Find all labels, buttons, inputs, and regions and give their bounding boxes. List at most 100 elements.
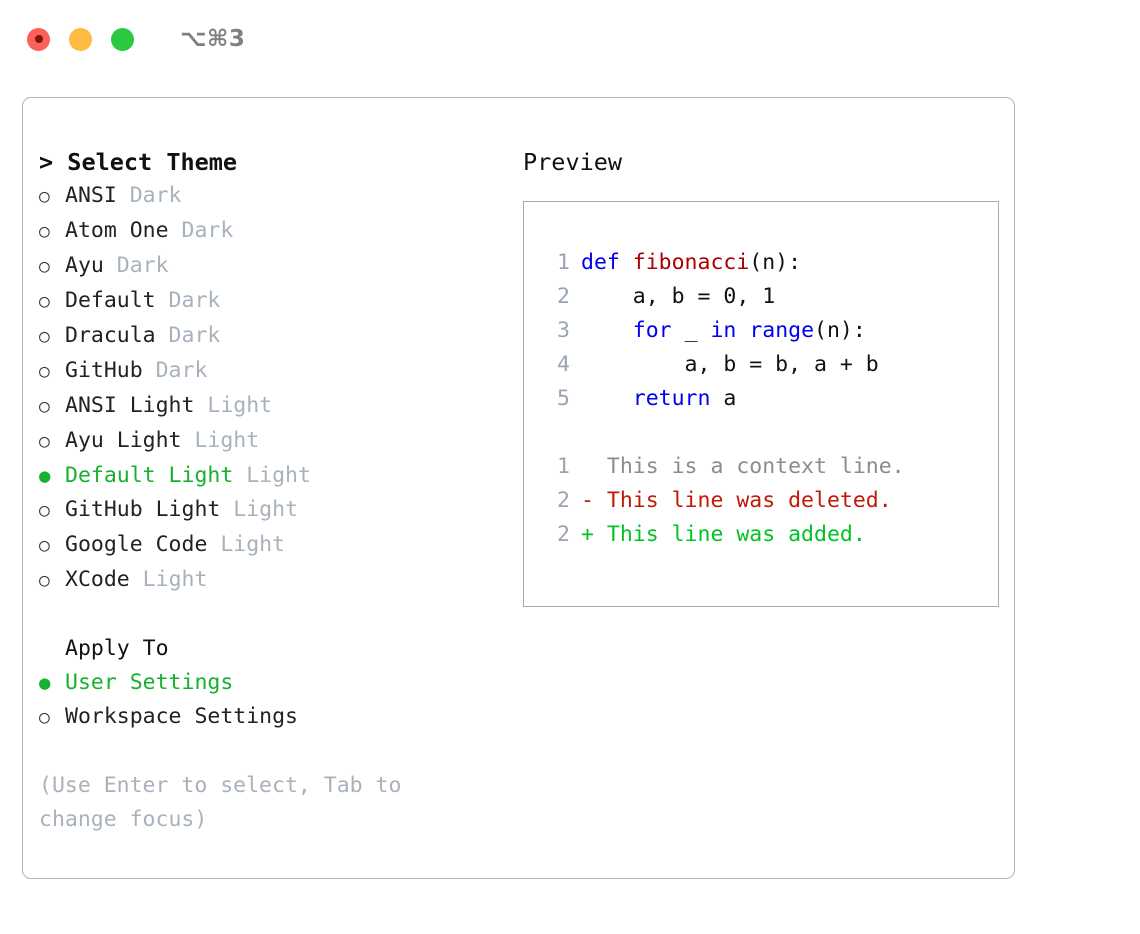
code-text: def fibonacci(n): bbox=[581, 246, 801, 280]
theme-option-ansi-light[interactable]: ○ANSI Light Light bbox=[39, 389, 501, 424]
radio-unselected-icon: ○ bbox=[39, 326, 50, 347]
theme-variant-tag: Light bbox=[207, 532, 286, 557]
radio-selected-icon: ● bbox=[39, 672, 51, 694]
code-text: for _ in range(n): bbox=[581, 314, 866, 348]
keyboard-shortcut-label: ⌥⌘3 bbox=[180, 26, 246, 52]
code-text: a, b = 0, 1 bbox=[581, 280, 775, 314]
code-token-fn: fibonacci bbox=[632, 250, 750, 275]
apply-to-list[interactable]: ● User Settings ○ Workspace Settings bbox=[39, 666, 501, 735]
minimize-button[interactable] bbox=[69, 27, 92, 51]
code-line: 3 for _ in range(n): bbox=[540, 314, 998, 348]
theme-name: Atom One bbox=[65, 218, 169, 243]
close-button[interactable] bbox=[27, 27, 50, 51]
theme-variant-tag: Light bbox=[129, 567, 208, 592]
theme-list[interactable]: ○ANSI Dark○Atom One Dark○Ayu Dark○Defaul… bbox=[39, 179, 501, 598]
diff-line-ctx: 1 This is a context line. bbox=[540, 450, 998, 484]
code-token-plain: a, b = b, a + b bbox=[581, 352, 879, 377]
theme-option-atom-one[interactable]: ○ Atom One Dark bbox=[39, 214, 501, 249]
recording-dot-icon bbox=[34, 35, 43, 43]
code-token-plain: (n): bbox=[814, 318, 866, 343]
code-sample: 1 def fibonacci(n): 2 a, b = 0, 1 3 for _ i… bbox=[540, 246, 998, 416]
theme-name: Google Code bbox=[65, 532, 208, 557]
diff-text: - This line was deleted. bbox=[581, 488, 892, 513]
code-token-kw: in bbox=[710, 318, 737, 343]
line-number: 2 bbox=[557, 522, 570, 547]
theme-variant-tag: Dark bbox=[155, 323, 221, 348]
code-line: 4 a, b = b, a + b bbox=[540, 348, 998, 382]
theme-name: XCode bbox=[65, 567, 130, 592]
line-number: 5 bbox=[557, 386, 570, 411]
code-text: return a bbox=[581, 382, 737, 416]
theme-option-default-light[interactable]: ● Default Light Light bbox=[39, 459, 501, 493]
keyboard-hint-text: (Use Enter to select, Tab to change focu… bbox=[39, 773, 402, 832]
code-token-plain bbox=[736, 318, 749, 343]
theme-option-ayu[interactable]: ○Ayu Dark bbox=[39, 249, 501, 284]
theme-variant-tag: Dark bbox=[103, 253, 169, 278]
theme-selector-column: > Select Theme ○ANSI Dark○Atom One Dark○… bbox=[39, 145, 501, 837]
diff-text: This is a context line. bbox=[581, 454, 905, 479]
theme-variant-tag: Dark bbox=[168, 218, 234, 243]
line-number: 2 bbox=[557, 284, 570, 309]
spacer bbox=[540, 416, 998, 450]
theme-name: ANSI Light bbox=[65, 393, 195, 418]
radio-unselected-icon: ○ bbox=[39, 535, 50, 556]
theme-name: ANSI bbox=[65, 183, 117, 208]
code-token-plain: a, b = 0, 1 bbox=[581, 284, 776, 309]
code-token-kw: for bbox=[632, 318, 672, 343]
apply-to-name: Workspace Settings bbox=[65, 704, 298, 729]
code-token-kw: range bbox=[749, 318, 815, 343]
diff-line-del: 2 - This line was deleted. bbox=[540, 484, 998, 518]
line-number: 2 bbox=[557, 488, 570, 513]
theme-variant-tag: Light bbox=[220, 497, 299, 522]
radio-selected-icon: ● bbox=[39, 465, 51, 487]
main-panel: > Select Theme ○ANSI Dark○Atom One Dark○… bbox=[22, 97, 1015, 879]
diff-sample: 1 This is a context line. 2 - This line wa… bbox=[540, 450, 998, 552]
window-controls bbox=[27, 27, 134, 51]
apply-to-option-workspace-settings[interactable]: ○ Workspace Settings bbox=[39, 700, 501, 735]
theme-name: Ayu Light bbox=[65, 428, 182, 453]
theme-option-github[interactable]: ○ GitHub Dark bbox=[39, 354, 501, 389]
line-number: 3 bbox=[557, 318, 570, 343]
apply-to-name: User Settings bbox=[65, 670, 234, 695]
diff-line-add: 2 + This line was added. bbox=[540, 518, 998, 552]
radio-unselected-icon: ○ bbox=[39, 291, 50, 312]
theme-name: Default Light bbox=[65, 463, 234, 488]
code-token-plain: a bbox=[710, 386, 737, 411]
code-text: a, b = b, a + b bbox=[581, 348, 879, 382]
code-token-kw: return bbox=[632, 386, 711, 411]
theme-variant-tag: Dark bbox=[116, 183, 182, 208]
apply-to-option-user-settings[interactable]: ● User Settings bbox=[39, 666, 501, 700]
theme-option-ayu-light[interactable]: ○ Ayu Light Light bbox=[39, 424, 501, 459]
theme-name: Dracula bbox=[65, 323, 156, 348]
radio-unselected-icon: ○ bbox=[39, 396, 50, 417]
radio-unselected-icon: ○ bbox=[39, 570, 50, 591]
theme-name: Default bbox=[65, 288, 156, 313]
theme-variant-tag: Dark bbox=[155, 288, 221, 313]
radio-unselected-icon: ○ bbox=[39, 431, 50, 452]
page-title: > Select Theme bbox=[39, 148, 238, 176]
radio-unselected-icon: ○ bbox=[39, 221, 50, 242]
diff-text: + This line was added. bbox=[581, 522, 866, 547]
maximize-button[interactable] bbox=[111, 27, 134, 51]
theme-variant-tag: Light bbox=[181, 428, 260, 453]
radio-unselected-icon: ○ bbox=[39, 361, 50, 382]
line-number: 1 bbox=[557, 454, 570, 479]
radio-unselected-icon: ○ bbox=[39, 500, 50, 521]
theme-option-ansi[interactable]: ○ ANSI Dark bbox=[39, 179, 501, 214]
theme-variant-tag: Light bbox=[233, 463, 311, 488]
line-number: 4 bbox=[557, 352, 570, 377]
line-number: 1 bbox=[557, 250, 570, 275]
theme-variant-tag: Dark bbox=[142, 358, 208, 383]
code-token-plain: _ bbox=[671, 318, 711, 343]
theme-option-google-code[interactable]: ○ Google Code Light bbox=[39, 528, 501, 563]
theme-option-default[interactable]: ○ Default Dark bbox=[39, 284, 501, 319]
theme-option-xcode[interactable]: ○ XCode Light bbox=[39, 563, 501, 598]
radio-unselected-icon: ○ bbox=[39, 186, 50, 207]
theme-name: GitHub bbox=[65, 358, 143, 383]
theme-option-dracula[interactable]: ○ Dracula Dark bbox=[39, 319, 501, 354]
apply-to-label: Apply To bbox=[65, 636, 169, 661]
radio-unselected-icon: ○ bbox=[39, 707, 50, 728]
theme-option-github-light[interactable]: ○GitHub Light Light bbox=[39, 493, 501, 528]
